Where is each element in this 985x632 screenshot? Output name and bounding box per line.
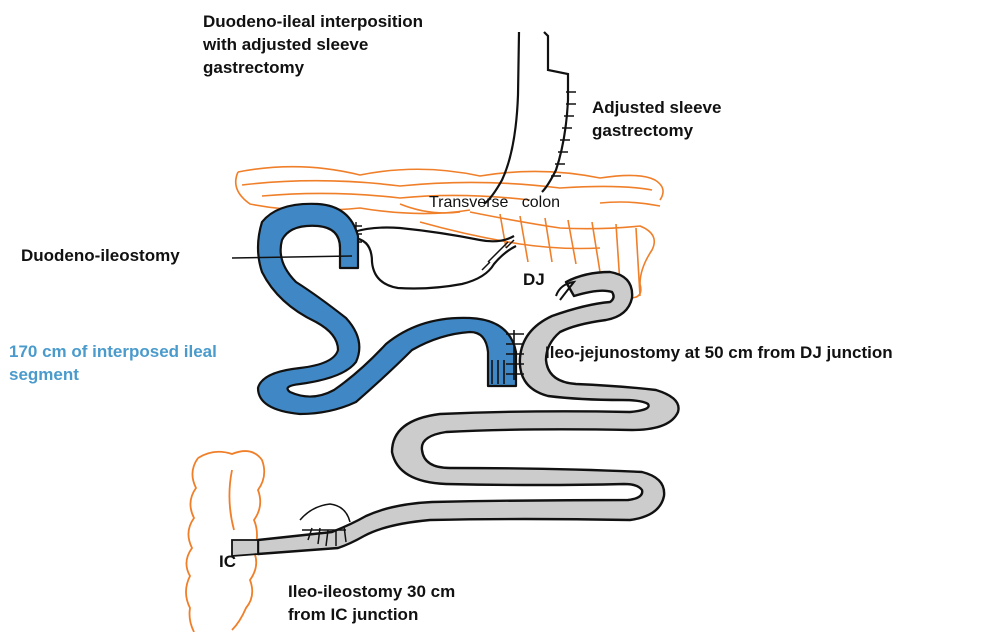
ileo-ileostomy-label: Ileo-ileostomy 30 cm from IC junction [288,580,455,626]
ileal-segment-label: 170 cm of interposed ileal segment [9,340,217,386]
sleeve-label: Adjusted sleeve gastrectomy [592,96,721,142]
segment-label-line-2: segment [9,363,217,386]
dj-label: DJ [523,268,545,291]
title-line-3: gastrectomy [203,56,423,79]
sleeve-label-line-2: gastrectomy [592,119,721,142]
ileo-ileostomy-line-1: Ileo-ileostomy 30 cm [288,580,455,603]
ileo-ileostomy-line-2: from IC junction [288,603,455,626]
diagram-title-label: Duodeno-ileal interposition with adjuste… [203,10,423,79]
ileo-jejunostomy-label: Ileo-jejunostomy at 50 cm from DJ juncti… [545,341,893,364]
title-line-1: Duodeno-ileal interposition [203,10,423,33]
sleeve-stomach [484,32,576,204]
ic-label: IC [219,550,236,573]
duodeno-ileostomy-label: Duodeno-ileostomy [21,244,180,267]
duodenum [346,222,516,289]
sleeve-label-line-1: Adjusted sleeve [592,96,721,119]
segment-label-line-1: 170 cm of interposed ileal [9,340,217,363]
transverse-colon-label: Transverse colon [429,191,560,214]
title-line-2: with adjusted sleeve [203,33,423,56]
duodeno-ileostomy-leader [232,256,352,258]
